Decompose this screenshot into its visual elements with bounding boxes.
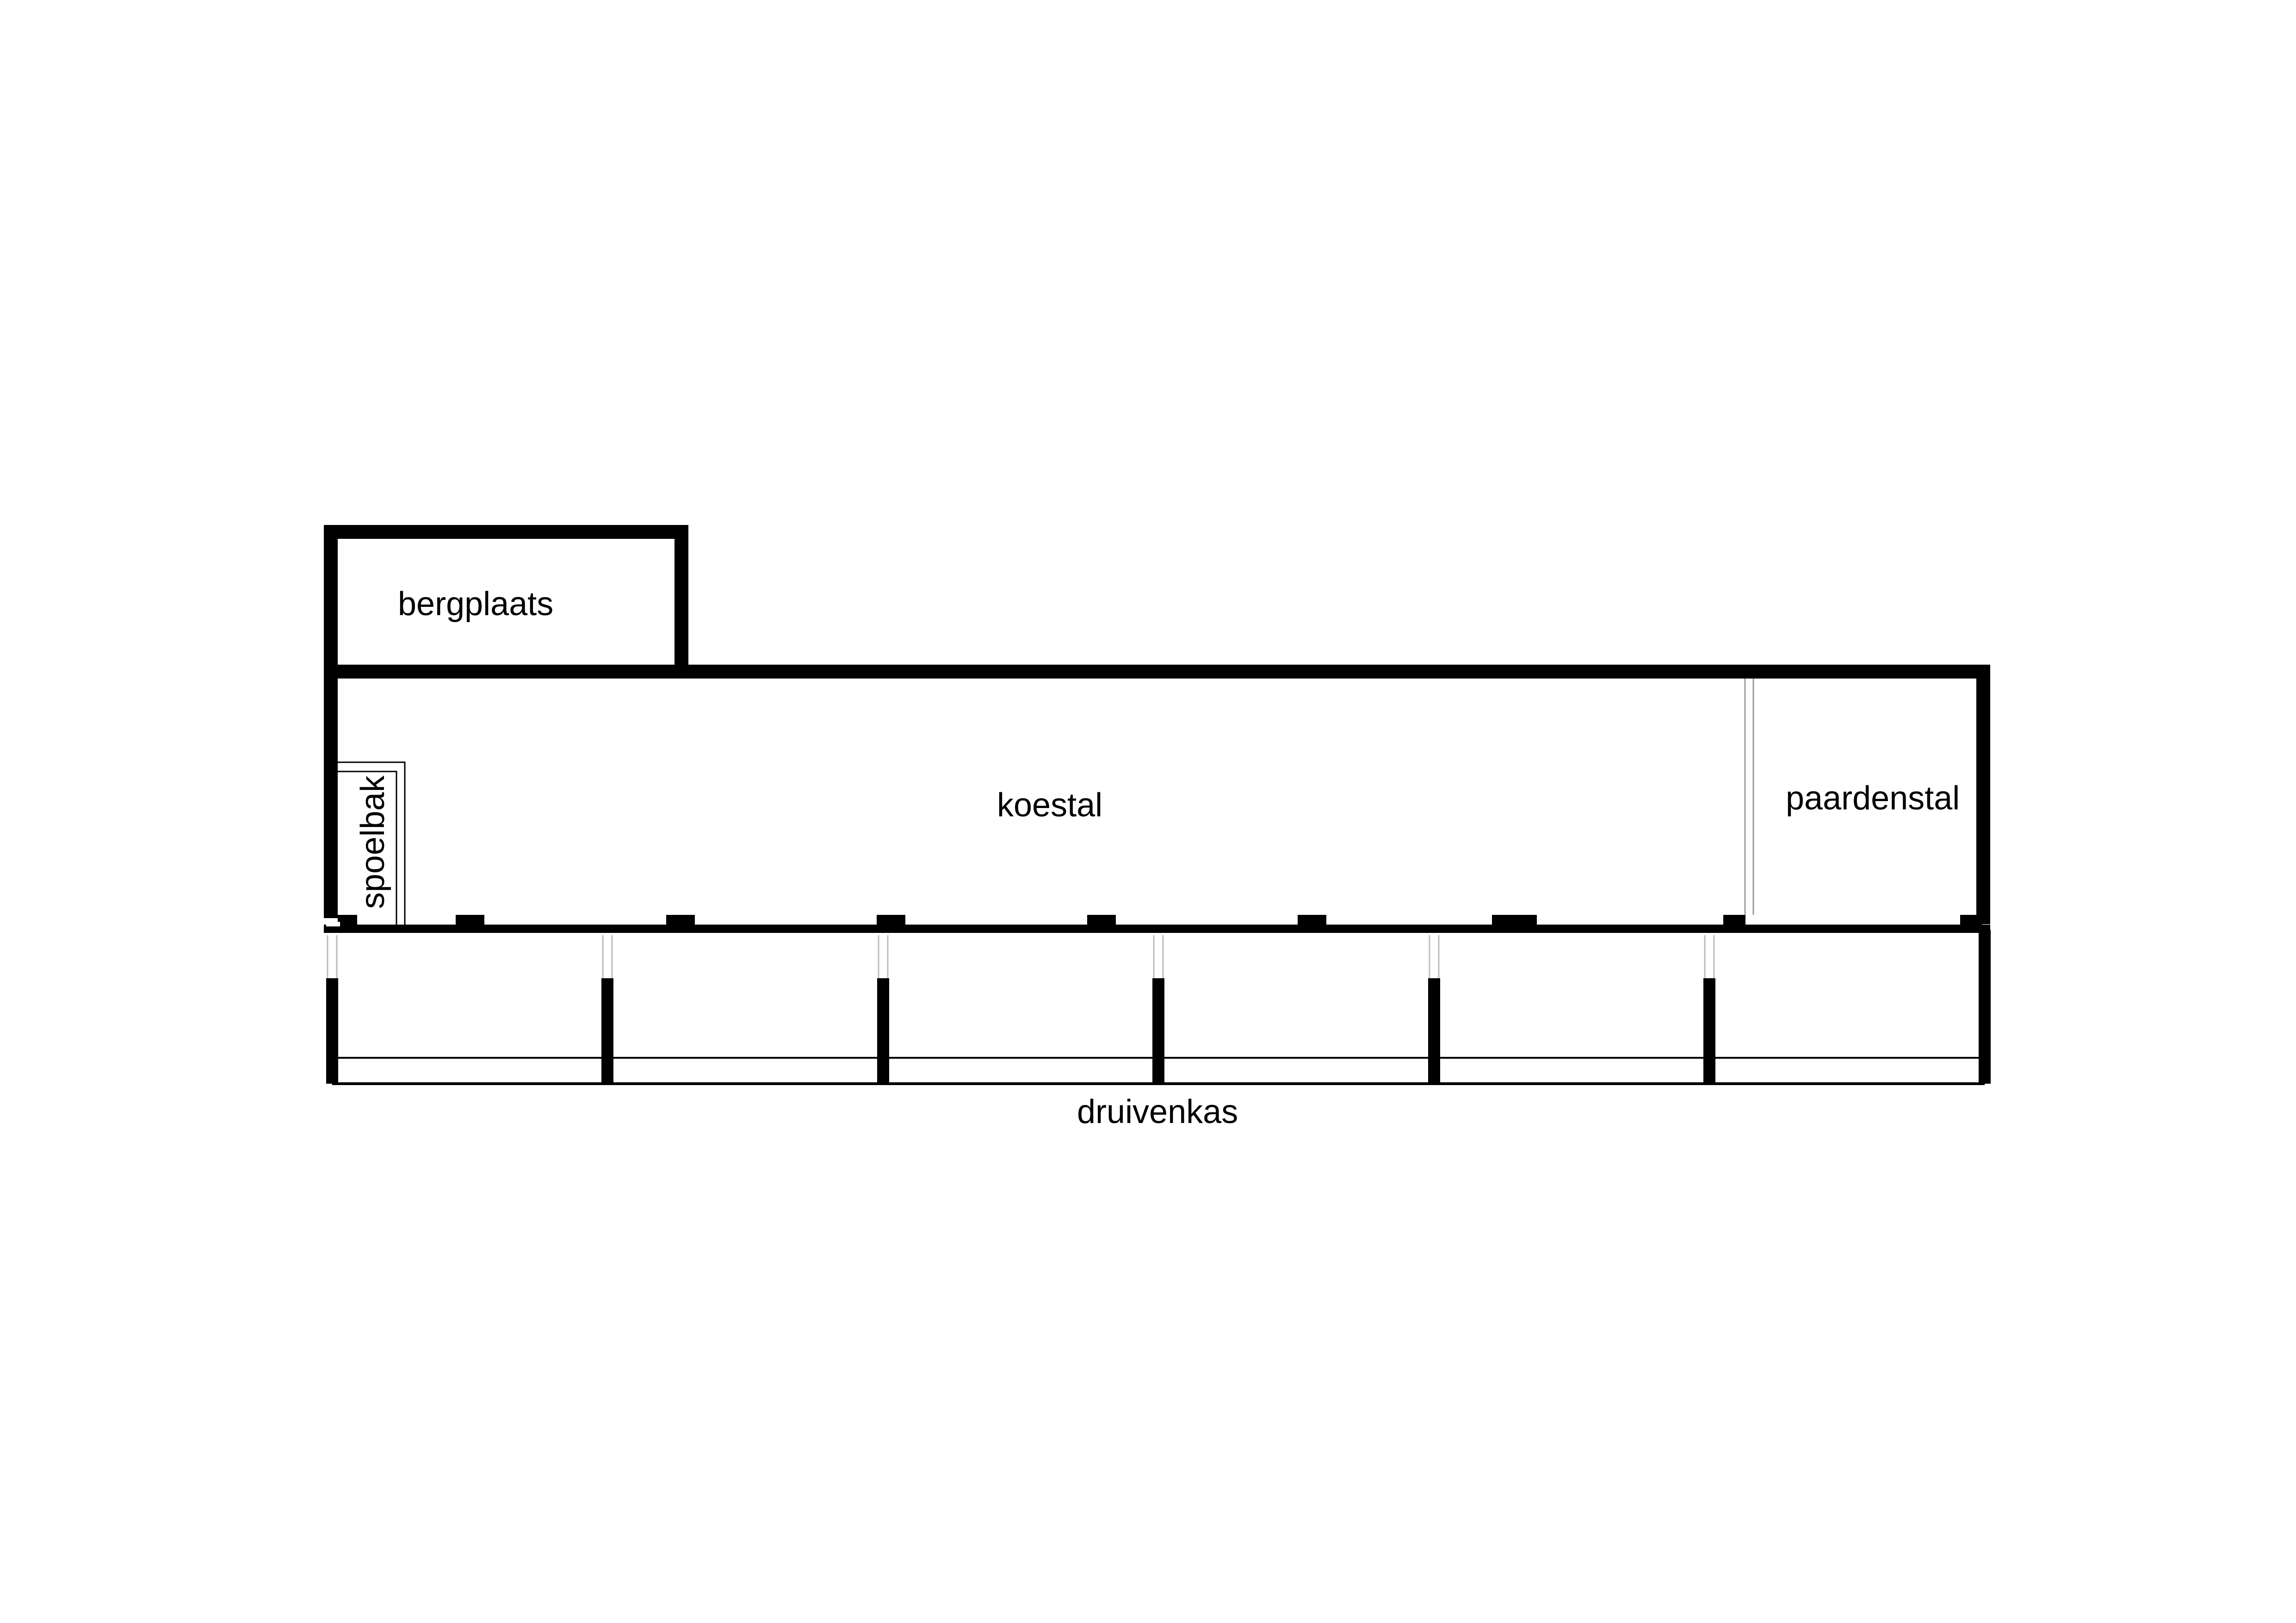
- pier: [1087, 915, 1116, 928]
- spoelbak-inner: [338, 771, 397, 926]
- label-paardenstal: paardenstal: [1786, 780, 1960, 817]
- druivenkas-rails: [332, 1057, 1985, 1085]
- wall-piers: [338, 915, 1982, 928]
- pier: [666, 915, 695, 928]
- label-koestal: koestal: [997, 787, 1102, 824]
- druivenkas-posts: [326, 930, 1991, 1084]
- pier: [1960, 915, 1982, 928]
- label-spoelbak: spoelbak: [354, 775, 391, 909]
- pier: [338, 915, 357, 928]
- bergplaats-outline: [324, 525, 688, 672]
- main-walls: [324, 665, 1990, 924]
- spoelbak: [338, 761, 406, 926]
- label-bergplaats: bergplaats: [398, 586, 553, 623]
- pier: [1298, 915, 1326, 928]
- label-druivenkas: druivenkas: [1077, 1093, 1238, 1130]
- pier: [877, 915, 905, 928]
- bergplaats-walls: [324, 525, 688, 672]
- druivenkas-openings: [327, 935, 1715, 978]
- paardenstal-partition: [1744, 679, 1754, 915]
- pier: [1723, 915, 1745, 928]
- pier: [456, 915, 484, 928]
- wall-gap: [326, 922, 340, 926]
- spoelbak-outer: [338, 761, 406, 926]
- pier: [1492, 915, 1537, 928]
